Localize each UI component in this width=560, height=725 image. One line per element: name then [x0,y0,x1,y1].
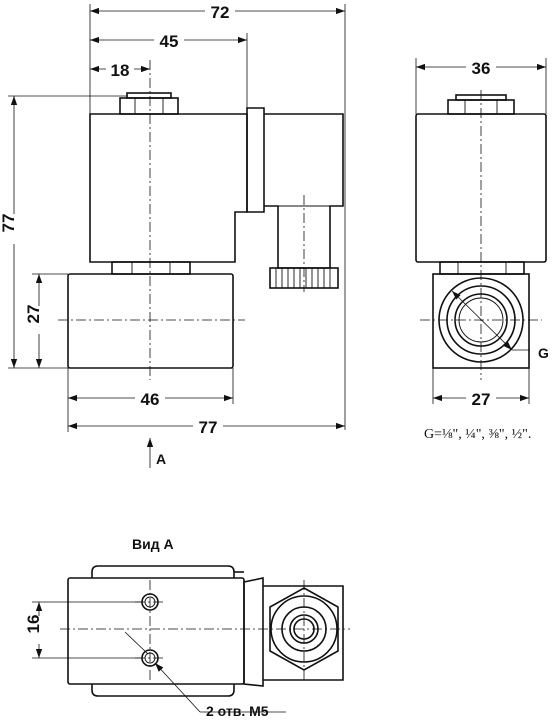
view-a-coil-outline [91,565,235,697]
dim-text-18: 18 [111,61,130,80]
top-nut [119,97,179,115]
view-arrow-label: A [156,451,166,467]
valve-stem [111,261,191,275]
view-a-body [67,577,245,685]
dim-text-77-horizontal: 77 [199,418,218,437]
holes-note: 2 отв. М5 [206,703,269,719]
dim-text-77-vertical: 77 [0,214,18,233]
connector-plug [246,107,265,213]
dim-text-45: 45 [160,32,179,51]
coil [89,113,248,263]
view-a: Вид А 16 2 отв. М5 [24,536,350,719]
port-g-leader [451,290,513,351]
port-g-label: G [538,345,549,361]
dim-text-36: 36 [472,59,491,78]
dim-text-27-side: 27 [472,390,491,409]
thread-note: G=⅛", ¼", ⅜", ½". [424,427,531,442]
dim-text-16: 16 [24,615,43,634]
front-view: 72 45 18 77 27 46 77 A [0,0,346,468]
side-view: G 36 27 G=⅛", ¼", ⅜", ½". [415,57,549,442]
valve-body [67,273,234,369]
dim-text-27-vertical: 27 [24,305,43,324]
dim-text-46: 46 [141,390,160,409]
dim-text-72: 72 [211,3,230,22]
holes-leader [154,662,201,713]
view-a-title: Вид А [132,536,174,552]
view-a-connector [243,577,264,687]
